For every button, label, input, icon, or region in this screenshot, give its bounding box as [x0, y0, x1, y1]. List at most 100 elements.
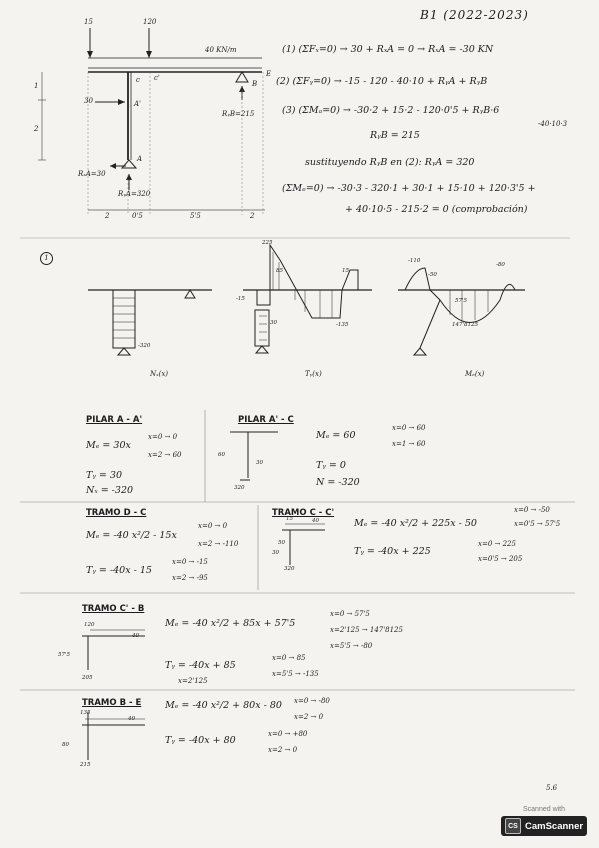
camscanner-badge: CS CamScanner: [501, 816, 587, 836]
tramo-cb-sketch-57: 57'5: [58, 652, 71, 658]
section-pilar-aa-title: PILAR A - A': [86, 415, 143, 425]
mz-value-m50: -50: [428, 272, 437, 278]
load-p1-label: 15: [84, 18, 93, 26]
tramo-dc-ty-c2: x=2 → -95: [172, 574, 208, 582]
node-b-label: B: [252, 80, 258, 88]
nx-diagram-label: Nₓ(x): [150, 370, 169, 378]
ty-value-225: 225: [262, 240, 273, 246]
mz-diagram-label: Mₑ(x): [465, 370, 485, 378]
equation-6: (ΣMₑ=0) → -30·3 - 320·1 + 30·1 + 15·10 +…: [282, 183, 536, 194]
section-tramo-dc-title: TRAMO D - C: [86, 508, 147, 518]
pilar-ac-mz: Mₑ = 60: [316, 430, 356, 441]
dim-2: 0'5: [132, 212, 143, 220]
tramo-cc-mz-c1: x=0 → -50: [514, 506, 550, 514]
equation-3: (3) (ΣMₐ=0) → -30·2 + 15·2 - 120·0'5 + R…: [282, 105, 500, 116]
section-tramo-cc-title: TRAMO C - C': [272, 508, 335, 518]
tramo-cb-ty-note: x=2'125: [178, 677, 208, 685]
equation-7: + 40·10·5 - 215·2 = 0 (comprobación): [345, 204, 528, 215]
page-number: 5.6: [546, 784, 558, 792]
tramo-dc-mz-c2: x=2 → -110: [198, 540, 239, 548]
pilar-ac-sketch-60: 60: [218, 452, 225, 458]
ty-diagram-label: Tᵧ(x): [305, 370, 322, 378]
load-q-label: 40 KN/m: [205, 46, 237, 54]
node-c-label: c: [136, 76, 140, 84]
tramo-be-ty: Tᵧ = -40x + 80: [165, 735, 236, 746]
tramo-cb-ty-c2: x=5'5 → -135: [272, 670, 319, 678]
dim-3: 5'5: [190, 212, 201, 220]
ty-value-30: 30: [270, 320, 277, 326]
camscanner-brand: CamScanner: [525, 820, 584, 832]
dim-h1: 1: [34, 82, 39, 90]
tramo-dc-ty: Tᵧ = -40x - 15: [86, 565, 152, 576]
tramo-cc-sketch-320: 320: [284, 566, 295, 572]
tramo-cc-mz: Mₑ = -40 x²/2 + 225x - 50: [354, 518, 477, 529]
node-cp-label: c': [154, 74, 160, 82]
reaction-rxa: RₓA=30: [78, 170, 106, 178]
section-tramo-be-title: TRAMO B - E: [82, 698, 142, 708]
mz-value-147: 147'8125: [452, 322, 479, 328]
dim-4: 2: [250, 212, 255, 220]
equation-1: (1) (ΣFₓ=0) → 30 + RₓA = 0 → RₓA = -30 K…: [282, 44, 494, 55]
pilar-aa-mz-c2: x=2 → 60: [148, 451, 182, 459]
ty-value-m15: -15: [236, 296, 245, 302]
tramo-be-mz-c2: x=2 → 0: [294, 713, 324, 721]
reaction-ryb: RᵧB=215: [222, 110, 255, 118]
section-tramo-cb-title: TRAMO C' - B: [82, 604, 145, 614]
tramo-be-mz-c1: x=0 → -80: [294, 697, 330, 705]
mz-value-57-5: 57'5: [455, 298, 468, 304]
tramo-be-ty-c2: x=2 → 0: [268, 746, 298, 754]
ty-value-85: 85: [276, 268, 283, 274]
node-ap-label: A': [134, 100, 141, 108]
ty-value-m135: -135: [336, 322, 349, 328]
tramo-cc-sketch-15: 15: [286, 516, 293, 522]
tramo-cb-mz-c3: x=5'5 → -80: [330, 642, 373, 650]
pilar-aa-mz: Mₑ = 30x: [86, 440, 131, 451]
pilar-aa-mz-c1: x=0 → 0: [148, 433, 178, 441]
dim-h2: 2: [34, 125, 39, 133]
equation-5: sustituyendo RᵧB en (2): RᵧA = 320: [305, 157, 475, 168]
tramo-cb-mz-c1: x=0 → 57'5: [330, 610, 370, 618]
tramo-be-sketch-215: 215: [80, 762, 91, 768]
tramo-be-sketch-135: 135: [80, 710, 91, 716]
scanned-with-label: Scanned with: [522, 806, 566, 813]
tramo-cc-ty-c2: x=0'5 → 205: [478, 555, 523, 563]
section-pilar-ac-title: PILAR A' - C: [238, 415, 294, 425]
pilar-ac-ty: Tᵧ = 0: [316, 460, 346, 471]
tramo-cc-mz-c2: x=0'5 → 57'5: [514, 520, 561, 528]
pilar-ac-nx: N = -320: [316, 477, 360, 488]
mz-value-m110: -110: [408, 258, 421, 264]
tramo-cb-mz-c2: x=2'125 → 147'8125: [330, 626, 403, 634]
tramo-be-mz: Mₑ = -40 x²/2 + 80x - 80: [165, 700, 282, 711]
equation-2: (2) (ΣFᵧ=0) → -15 - 120 - 40·10 + RᵧA + …: [276, 76, 488, 87]
tramo-cb-ty-c1: x=0 → 85: [272, 654, 306, 662]
pilar-aa-ty: Tᵧ = 30: [86, 470, 123, 481]
tramo-cc-ty: Tᵧ = -40x + 225: [354, 546, 431, 557]
dim-1: 2: [105, 212, 110, 220]
tramo-cb-mz: Mₑ = -40 x²/2 + 85x + 57'5: [165, 618, 296, 629]
tramo-cb-sketch-205: 205: [82, 675, 93, 681]
pilar-ac-mz-c1: x=0 → 60: [392, 424, 426, 432]
tramo-be-sketch-40: 40: [128, 716, 135, 722]
tramo-cc-ty-c1: x=0 → 225: [478, 540, 516, 548]
tramo-be-ty-c1: x=0 → +80: [268, 730, 308, 738]
load-p2-label: 120: [143, 18, 157, 26]
reaction-rya: RᵧA=320: [118, 190, 151, 198]
ty-value-15: 15: [342, 268, 349, 274]
arrow-30-label: 30: [84, 97, 93, 105]
tramo-dc-mz: Mₑ = -40 x²/2 - 15x: [86, 530, 177, 541]
pilar-aa-nx: Nₓ = -320: [86, 485, 134, 496]
node-a-label: A: [137, 155, 143, 163]
tramo-dc-ty-c1: x=0 → -15: [172, 558, 208, 566]
tramo-cc-sketch-40: 40: [312, 518, 319, 524]
tramo-dc-mz-c1: x=0 → 0: [198, 522, 228, 530]
equation-3b: -40·10·3: [538, 120, 568, 128]
camscanner-watermark: Scanned with CS CamScanner: [501, 804, 587, 838]
node-e-label: E: [266, 70, 272, 78]
tramo-cc-sketch-30: 30: [272, 550, 279, 556]
tramo-cb-ty: Tᵧ = -40x + 85: [165, 660, 236, 671]
nx-value: -320: [138, 343, 151, 349]
tramo-cb-sketch-40: 40: [132, 633, 139, 639]
equation-4: RᵧB = 215: [370, 130, 420, 141]
camscanner-logo-icon: CS: [505, 818, 521, 834]
pilar-ac-sketch-320: 320: [234, 485, 245, 491]
